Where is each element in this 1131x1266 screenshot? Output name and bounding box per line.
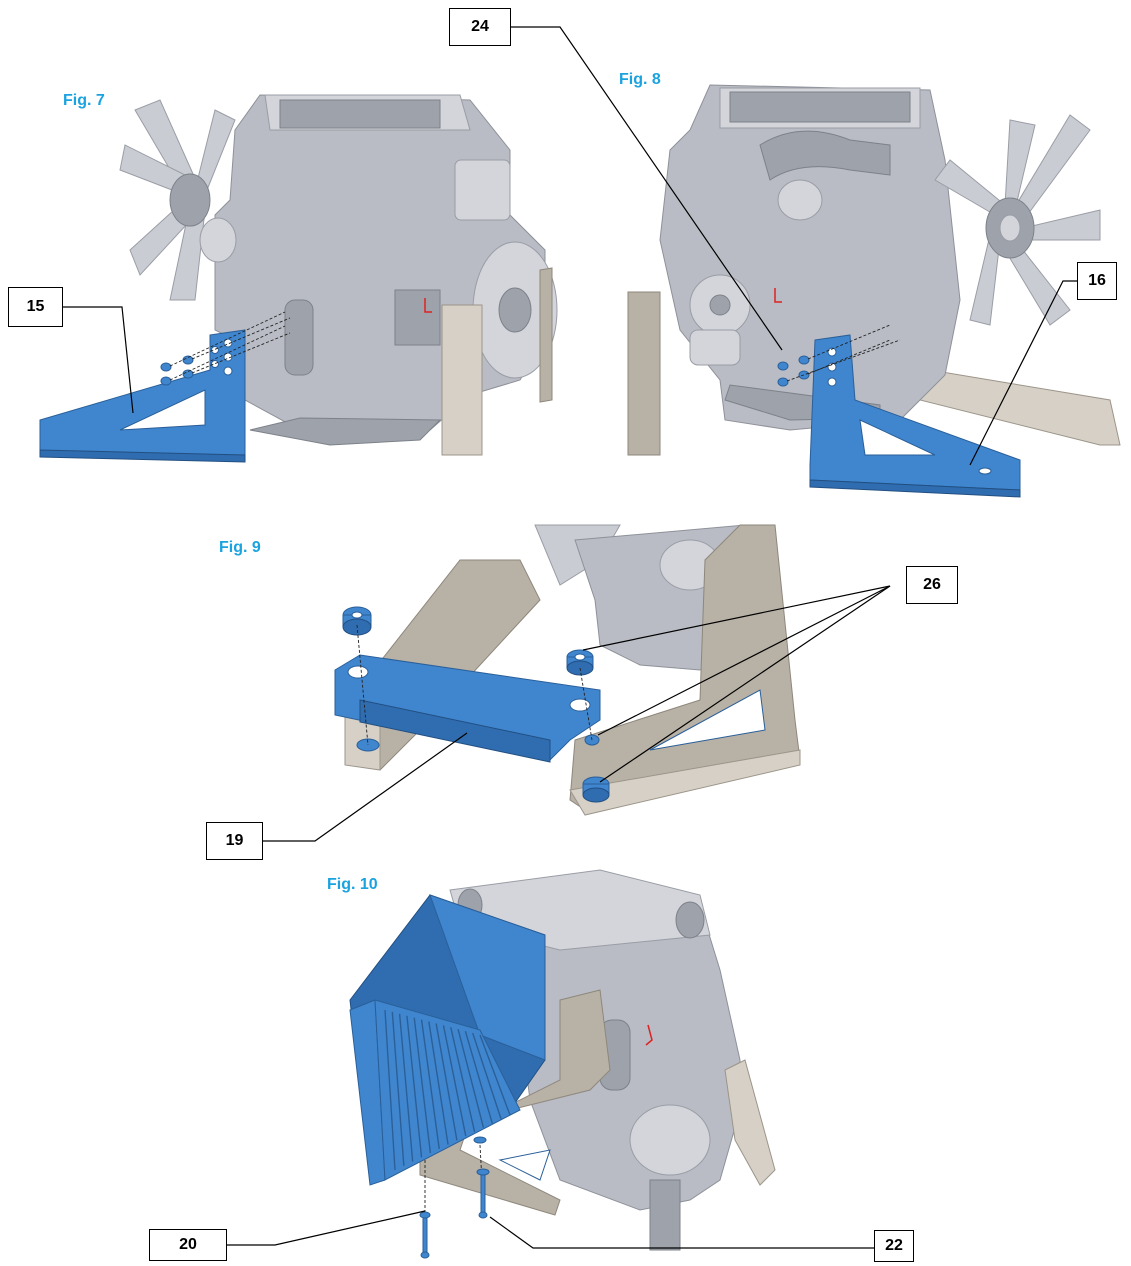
fig8-title: Fig. 8 — [619, 71, 661, 88]
fig10-radiator — [349, 894, 546, 1186]
radiator-slat — [442, 1025, 467, 1137]
leader-20 — [227, 1210, 426, 1246]
callout-19: 19 — [206, 822, 263, 860]
callout-24: 24 — [449, 8, 511, 46]
leader-22 — [489, 1216, 874, 1249]
radiator-slat — [457, 1029, 485, 1128]
radiator-slat — [479, 1034, 511, 1116]
callout-20: 20 — [149, 1229, 227, 1261]
radiator-slat — [391, 1011, 405, 1166]
radiator-slat — [406, 1015, 423, 1158]
fig10-engine — [449, 869, 741, 1251]
fig8-engine — [659, 84, 961, 431]
radiator-slat — [398, 1013, 414, 1162]
fig7-title: Fig. 7 — [63, 92, 105, 109]
fig10-bolts — [419, 1136, 490, 1259]
radiator-slat — [420, 1019, 440, 1149]
radiator-slat — [450, 1027, 476, 1133]
fig9-rubber-mounts-26 — [342, 606, 610, 803]
fig9-crossmember-19 — [334, 654, 601, 763]
radiator-slat — [428, 1021, 449, 1145]
fig7-bolts — [160, 311, 291, 386]
callout-16: 16 — [1077, 262, 1117, 300]
radiator-slat — [472, 1032, 502, 1120]
radiator-slat — [413, 1017, 432, 1154]
fig9-title: Fig. 9 — [219, 539, 261, 556]
fig8-engine-mount-left — [627, 291, 661, 456]
fig7-bracket-15 — [39, 329, 246, 463]
leader-19 — [263, 732, 468, 842]
leader-26a — [582, 585, 891, 651]
radiator-slat — [435, 1023, 458, 1141]
leader-26b — [597, 585, 891, 736]
fig7-fan — [119, 99, 236, 301]
radiator-slat — [464, 1030, 493, 1124]
fig8-bolts — [777, 324, 901, 387]
leader-lines — [63, 26, 1077, 1249]
fig10-illustration — [349, 869, 776, 1259]
fig7-engine-mount-right — [441, 304, 483, 456]
leader-26c — [599, 585, 891, 783]
leader-16 — [969, 280, 1077, 466]
fig7-engine — [199, 94, 558, 446]
fig8-fan — [934, 114, 1101, 326]
fig8-illustration — [627, 84, 1121, 498]
fig9-illustration — [334, 524, 801, 816]
fig10-radiator-grille — [384, 1009, 511, 1171]
fig8-bracket-16 — [809, 334, 1021, 498]
callout-22: 22 — [874, 1230, 914, 1262]
leader-15 — [63, 306, 134, 414]
radiator-slat — [384, 1009, 396, 1171]
callout-26: 26 — [906, 566, 958, 604]
leader-24 — [511, 26, 783, 351]
fig7-illustration — [39, 94, 558, 463]
callout-15: 15 — [8, 287, 63, 327]
fig10-title: Fig. 10 — [327, 876, 378, 893]
